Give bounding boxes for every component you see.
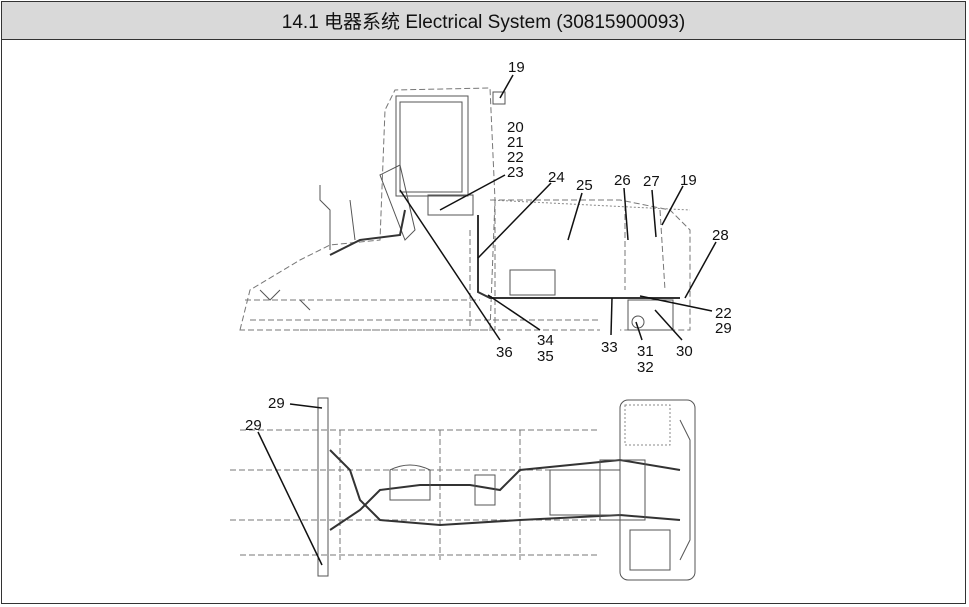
callout-26: 26 — [614, 172, 631, 189]
callout-28: 28 — [712, 227, 729, 244]
callout-24: 24 — [548, 169, 565, 186]
callout-19b: 19 — [680, 172, 697, 189]
callout-22: 22 — [507, 149, 524, 166]
callout-21: 21 — [507, 134, 524, 151]
callout-34: 34 — [537, 332, 554, 349]
callout-25: 25 — [576, 177, 593, 194]
callout-31: 31 — [637, 343, 654, 360]
top-view-drawing — [230, 397, 696, 581]
callout-20: 20 — [507, 119, 524, 136]
callout-32: 32 — [637, 359, 654, 376]
callout-23: 23 — [507, 164, 524, 181]
callout-19: 19 — [508, 59, 525, 76]
callout-36: 36 — [496, 344, 513, 361]
callout-33: 33 — [601, 339, 618, 356]
callout-29: 29 — [715, 320, 732, 337]
page-title: 14.1 电器系统 Electrical System (30815900093… — [2, 2, 965, 40]
callout-30: 30 — [676, 343, 693, 360]
leader-lines — [257, 74, 717, 566]
callout-29-top: 29 — [268, 395, 285, 412]
callout-29-bottom: 29 — [245, 417, 262, 434]
callout-22b: 22 — [715, 305, 732, 322]
side-view-drawing — [239, 87, 691, 331]
callout-27: 27 — [643, 173, 660, 190]
callout-35: 35 — [537, 348, 554, 365]
callouts: 19 20 21 22 23 24 25 26 27 19 28 22 29 3… — [245, 59, 732, 434]
